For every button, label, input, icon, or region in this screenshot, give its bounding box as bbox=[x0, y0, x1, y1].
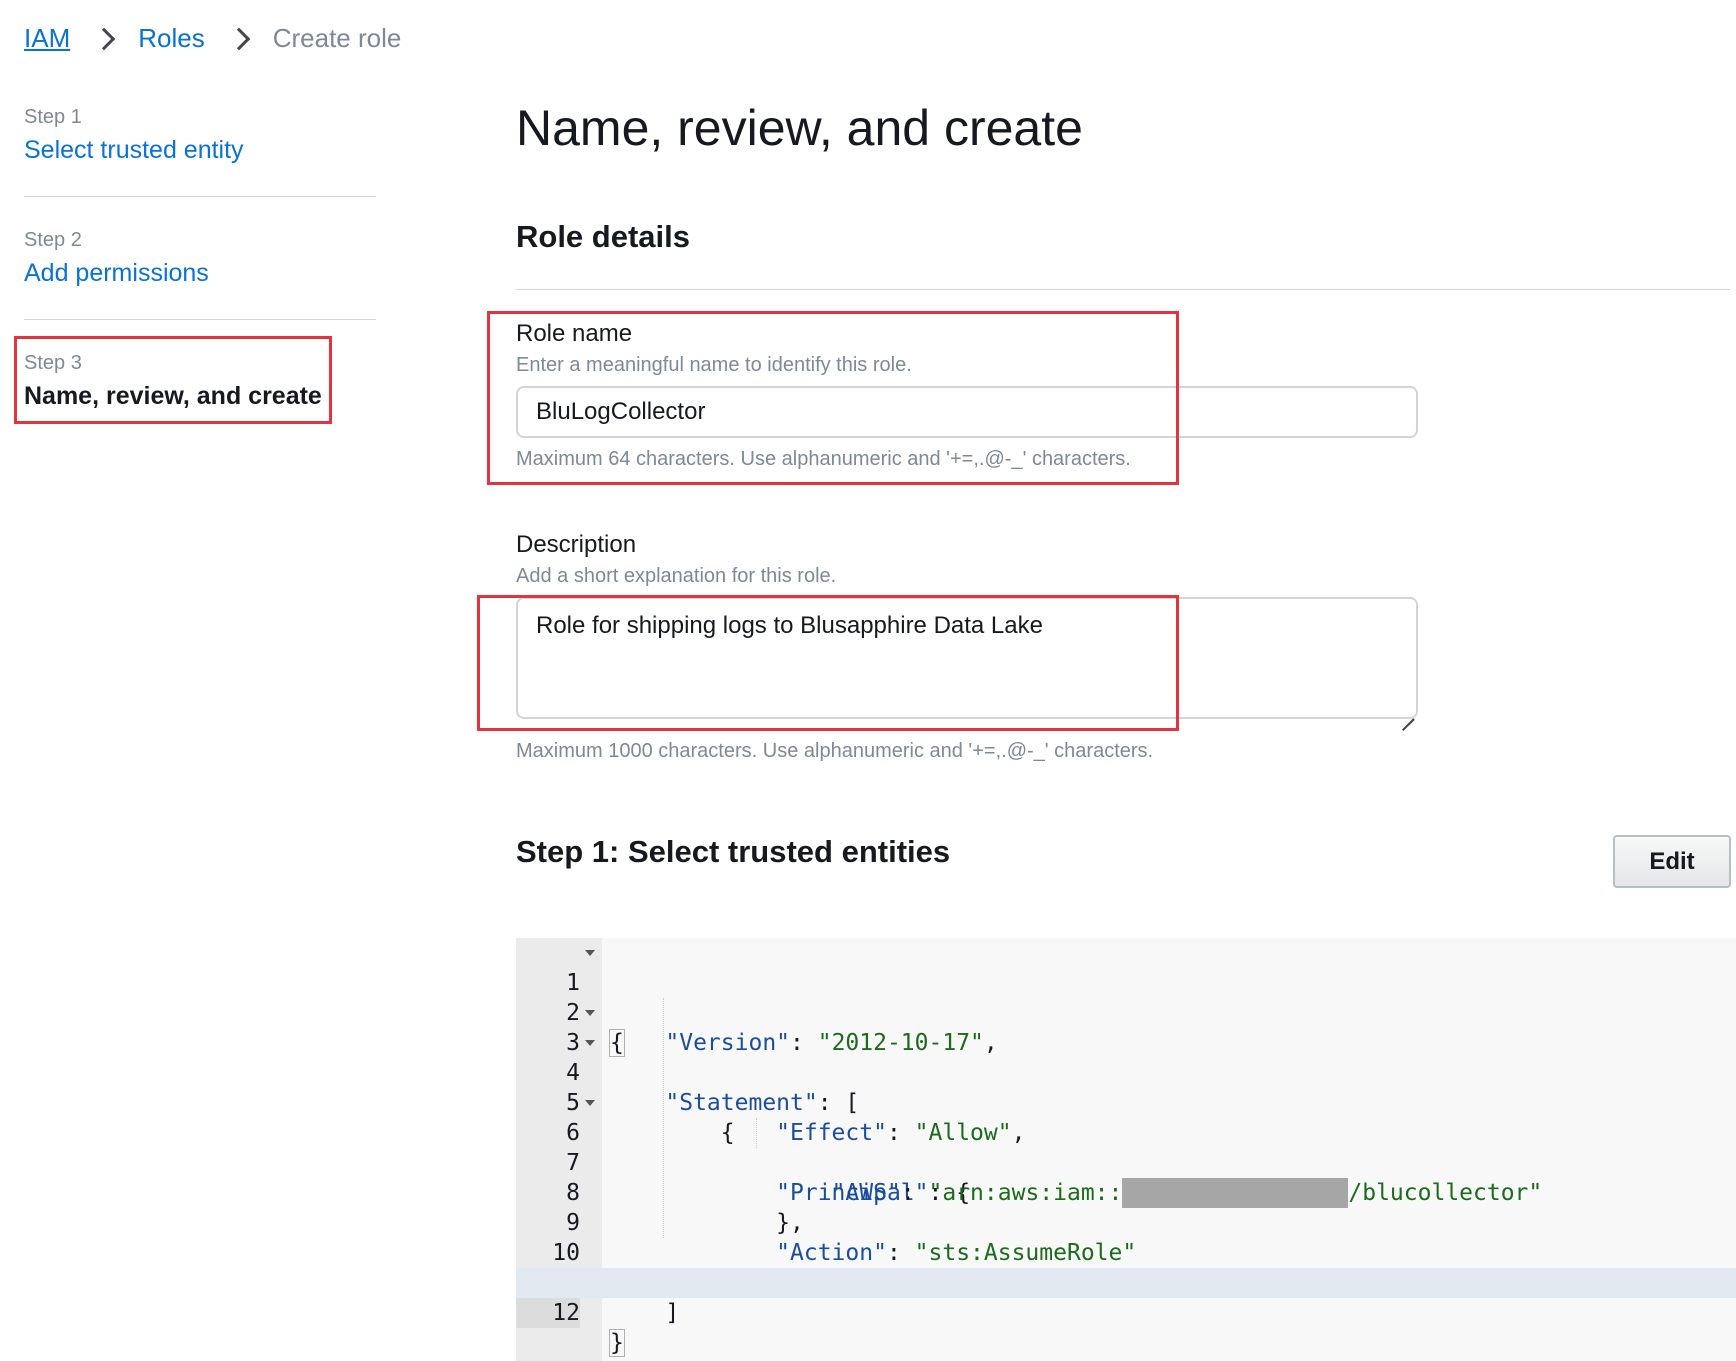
breadcrumb-roles-link[interactable]: Roles bbox=[138, 23, 205, 53]
code-line: 8 }, bbox=[516, 1148, 1736, 1236]
code-line: 1 { bbox=[516, 938, 1736, 1057]
description-textarea[interactable]: Role for shipping logs to Blusapphire Da… bbox=[516, 597, 1418, 719]
description-hint: Add a short explanation for this role. bbox=[516, 565, 837, 587]
step1-review-heading: Step 1: Select trusted entities bbox=[516, 834, 951, 869]
code-line: 10 } bbox=[516, 1208, 1736, 1296]
step-link-add-permissions[interactable]: Add permissions bbox=[24, 259, 209, 287]
line-number: 3 bbox=[566, 1030, 580, 1056]
redacted-account-id bbox=[1122, 1178, 1349, 1208]
line-number: 2 bbox=[566, 1000, 580, 1026]
breadcrumb-iam-link[interactable]: IAM bbox=[24, 23, 71, 53]
code-line: 6 "Principal": { bbox=[516, 1088, 1736, 1206]
trust-policy-code-editor[interactable]: 1 { 2 "Version": "2012-10-17", 3 "Statem… bbox=[516, 938, 1736, 1361]
wizard-step-1: Step 1 Select trusted entity bbox=[24, 102, 376, 168]
description-label: Description bbox=[516, 531, 637, 558]
role-name-input[interactable] bbox=[516, 386, 1418, 438]
divider bbox=[24, 319, 376, 320]
code-text: "Version": "2012-10-17", bbox=[665, 1030, 998, 1056]
fold-arrow-icon[interactable] bbox=[585, 1040, 595, 1046]
role-details-heading: Role details bbox=[516, 219, 690, 254]
role-name-constraint: Maximum 64 characters. Use alphanumeric … bbox=[516, 448, 1131, 470]
page-title: Name, review, and create bbox=[516, 100, 1083, 156]
divider bbox=[516, 289, 1730, 290]
step-link-select-trusted-entity[interactable]: Select trusted entity bbox=[24, 136, 244, 164]
code-text: "Action": "sts:AssumeRole" bbox=[776, 1240, 1137, 1266]
code-text: } bbox=[609, 1329, 625, 1357]
fold-arrow-icon[interactable] bbox=[585, 950, 595, 956]
code-line: 7 "AWS": "arn:aws:iam::/blucollector" bbox=[516, 1118, 1736, 1208]
line-number: 6 bbox=[566, 1120, 580, 1146]
wizard-step-3: Step 3 Name, review, and create bbox=[14, 336, 376, 424]
code-line-active: 12 } bbox=[516, 1268, 1736, 1357]
role-name-label: Role name bbox=[516, 320, 633, 347]
code-text: { bbox=[609, 1029, 625, 1057]
code-text: }, bbox=[610, 1210, 804, 1236]
breadcrumb-current: Create role bbox=[272, 23, 402, 53]
description-constraint: Maximum 1000 characters. Use alphanumeri… bbox=[516, 740, 1154, 762]
code-text: "AWS": "arn:aws:iam::/blucollector" bbox=[831, 1178, 1543, 1208]
wizard-steps-nav: Step 1 Select trusted entity Step 2 Add … bbox=[14, 102, 376, 424]
line-number: 9 bbox=[566, 1210, 580, 1236]
wizard-step-2: Step 2 Add permissions bbox=[24, 225, 376, 291]
code-line: 2 "Version": "2012-10-17", bbox=[516, 968, 1736, 1056]
code-text: { bbox=[610, 1120, 735, 1146]
line-number: 5 bbox=[566, 1090, 580, 1116]
role-name-hint: Enter a meaningful name to identify this… bbox=[516, 354, 912, 376]
fold-arrow-icon[interactable] bbox=[585, 1010, 595, 1016]
fold-arrow-icon[interactable] bbox=[585, 1100, 595, 1106]
line-number: 8 bbox=[566, 1180, 580, 1206]
divider bbox=[24, 196, 376, 197]
indent-guide bbox=[663, 998, 664, 1238]
resize-handle-icon[interactable] bbox=[1400, 706, 1414, 720]
line-number: 1 bbox=[566, 970, 580, 996]
line-number: 7 bbox=[566, 1150, 580, 1176]
chevron-right-icon bbox=[231, 26, 247, 50]
code-line: 4 { bbox=[516, 1028, 1736, 1146]
step-number: Step 1 bbox=[24, 106, 82, 128]
code-text: "Principal": { bbox=[776, 1180, 971, 1206]
line-number: 12 bbox=[516, 1298, 580, 1328]
step-number: Step 3 bbox=[24, 352, 82, 374]
code-line: 3 "Statement": [ bbox=[516, 998, 1736, 1116]
code-text: "Effect": "Allow", bbox=[776, 1120, 1026, 1146]
step-number: Step 2 bbox=[24, 229, 82, 251]
code-line: 5 "Effect": "Allow", bbox=[516, 1058, 1736, 1146]
breadcrumb: IAM Roles Create role bbox=[24, 20, 401, 56]
code-line: 9 "Action": "sts:AssumeRole" bbox=[516, 1178, 1736, 1266]
code-line: 11 ] bbox=[516, 1238, 1736, 1326]
code-text: "Statement": [ bbox=[665, 1090, 860, 1116]
chevron-right-icon bbox=[96, 26, 112, 50]
step-current-name-review-create: Name, review, and create bbox=[24, 382, 322, 410]
edit-trusted-entities-button[interactable]: Edit bbox=[1613, 835, 1731, 888]
role-name-field-group: Role name Enter a meaningful name to ide… bbox=[487, 311, 1418, 485]
line-number: 10 bbox=[552, 1240, 580, 1266]
annotation-highlight-box bbox=[487, 311, 1179, 485]
code-text: ] bbox=[610, 1300, 680, 1326]
line-number: 4 bbox=[566, 1060, 580, 1086]
description-textarea-wrapper: Role for shipping logs to Blusapphire Da… bbox=[477, 595, 1418, 731]
indent-guide bbox=[756, 1118, 757, 1148]
description-field-group: Description Add a short explanation for … bbox=[477, 529, 1418, 731]
annotation-highlight-box bbox=[14, 336, 332, 424]
